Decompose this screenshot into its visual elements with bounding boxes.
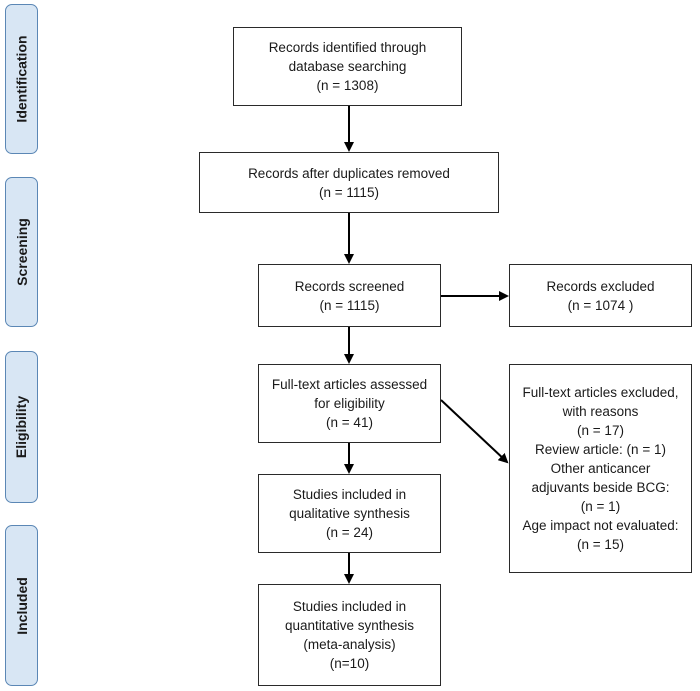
box-qualitative-synthesis-line-1: Studies included in — [292, 487, 407, 502]
box-records-screened-line-1: Records screened — [294, 278, 405, 294]
box-fulltext-excluded-line-1: Full-text articles excluded, — [522, 385, 679, 400]
box-fulltext-excluded-line-8: Age impact not evaluated: — [522, 518, 679, 533]
box-qualitative-synthesis-line-2: qualitative synthesis — [289, 506, 410, 521]
box-fulltext-assessed-line-1: Full-text articles assessed — [271, 377, 428, 392]
box-records-identified: Records identified through database sear… — [233, 27, 462, 106]
box-fulltext-assessed-line-2: for eligibility — [314, 396, 385, 411]
box-qualitative-synthesis: Studies included in qualitative synthesi… — [258, 474, 441, 553]
phase-included: Included — [5, 525, 38, 686]
box-fulltext-excluded-line-5: Other anticancer — [550, 461, 651, 476]
box-fulltext-excluded-line-4: Review article: (n = 1) — [535, 442, 666, 457]
box-fulltext-assessed: Full-text articles assessed for eligibil… — [258, 364, 441, 443]
box-quantitative-synthesis: Studies included in quantitative synthes… — [258, 584, 441, 686]
box-quantitative-synthesis-line-4: (n=10) — [329, 656, 370, 671]
box-records-identified-line-2: database searching — [288, 59, 407, 74]
box-qualitative-synthesis-line-3: (n = 24) — [326, 525, 373, 540]
phase-identification: Identification — [5, 4, 38, 154]
box-records-excluded-line-2: (n = 1074 ) — [567, 297, 634, 313]
box-fulltext-excluded: Full-text articles excluded, with reason… — [509, 364, 692, 573]
box-fulltext-excluded-line-7: (n = 1) — [580, 499, 621, 514]
phase-screening: Screening — [5, 177, 38, 327]
box-fulltext-excluded-line-9: (n = 15) — [577, 537, 624, 552]
box-after-duplicates-line-1: Records after duplicates removed — [248, 165, 450, 181]
box-records-excluded-line-1: Records excluded — [546, 278, 655, 294]
box-after-duplicates: Records after duplicates removed (n = 11… — [199, 152, 499, 213]
box-fulltext-assessed-line-3: (n = 41) — [326, 415, 373, 430]
box-fulltext-excluded-line-6: adjuvants beside BCG: — [531, 480, 670, 495]
box-after-duplicates-line-2: (n = 1115) — [319, 184, 379, 200]
box-records-excluded: Records excluded (n = 1074 ) — [509, 264, 692, 327]
box-records-screened: Records screened (n = 1115) — [258, 264, 441, 327]
phase-eligibility: Eligibility — [5, 351, 38, 503]
box-quantitative-synthesis-line-2: quantitative synthesis — [284, 618, 415, 633]
box-fulltext-excluded-line-3: (n = 17) — [577, 423, 624, 438]
box-records-identified-line-3: (n = 1308) — [316, 78, 379, 93]
box-quantitative-synthesis-line-3: (meta-analysis) — [303, 637, 396, 652]
box-records-screened-line-2: (n = 1115) — [319, 297, 380, 313]
box-fulltext-excluded-line-2: with reasons — [562, 404, 639, 419]
arrow-fulltext-to-ft-excluded — [440, 399, 509, 464]
box-quantitative-synthesis-line-1: Studies included in — [292, 599, 407, 614]
box-records-identified-line-1: Records identified through — [268, 40, 427, 55]
